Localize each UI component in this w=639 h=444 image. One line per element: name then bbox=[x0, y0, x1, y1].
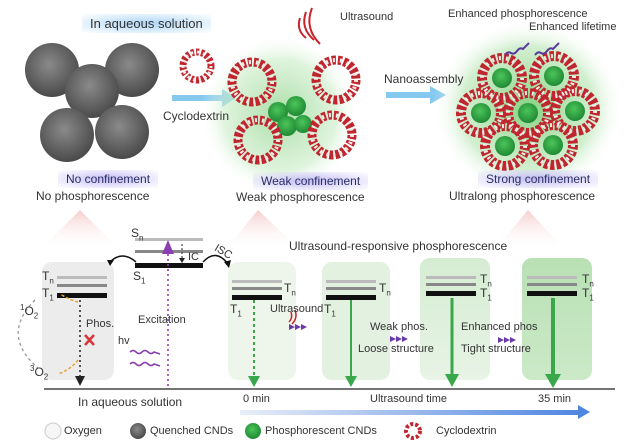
quenched-cnd-cluster bbox=[25, 43, 159, 162]
label-nanoassembly: Nanoassembly bbox=[384, 72, 464, 86]
legend-phosphorescent-icon bbox=[245, 423, 261, 439]
triplet-levels-enhanced bbox=[426, 276, 476, 296]
label-loose-structure: Loose structure bbox=[358, 343, 434, 355]
panel-0min bbox=[228, 262, 296, 380]
section-title: Ultrasound-responsive phosphorescence bbox=[289, 239, 508, 253]
triplet-levels-35min bbox=[527, 276, 577, 296]
label-enhanced-phos: Enhanced phosphorescence bbox=[448, 8, 588, 20]
phos-none: No phosphorescence bbox=[36, 189, 150, 203]
isc-left-arrow bbox=[109, 255, 137, 263]
ultrasound-small-icon bbox=[288, 309, 297, 325]
panel-35min bbox=[522, 258, 592, 380]
fan-3 bbox=[495, 210, 565, 250]
hv-wave-icon bbox=[129, 349, 161, 367]
time-arrow bbox=[240, 410, 580, 415]
fan-2 bbox=[225, 210, 300, 250]
label-enhanced-lifetime: Enhanced lifetime bbox=[529, 21, 617, 33]
strong-assembly bbox=[456, 51, 600, 171]
label-ic: IC bbox=[188, 251, 199, 263]
label-t1-0min: T1 bbox=[230, 302, 242, 319]
label-tn-weak: Tn bbox=[379, 281, 391, 298]
legend-cyclodextrin: Cyclodextrin bbox=[436, 425, 497, 437]
legend-quenched-icon bbox=[130, 423, 146, 439]
confinement-none: No confinement bbox=[58, 170, 159, 188]
time-start: 0 min bbox=[243, 393, 270, 405]
triplet-levels-aqueous bbox=[57, 276, 107, 298]
label-aqueous-solution: In aqueous solution bbox=[78, 395, 183, 409]
label-sn: Sn bbox=[131, 226, 144, 243]
label-hv: hv bbox=[118, 335, 130, 347]
arrow-nanoassembly bbox=[386, 86, 446, 104]
panel-aqueous bbox=[42, 262, 114, 380]
label-t1-aqueous: T1 bbox=[42, 286, 54, 303]
label-tight-structure: Tight structure bbox=[461, 343, 531, 355]
label-enhanced-phos-step: Enhanced phos bbox=[461, 321, 538, 333]
quench-x-icon bbox=[84, 334, 95, 346]
legend-phosphorescent: Phosphorescent CNDs bbox=[265, 425, 377, 437]
triplet-levels-0min bbox=[232, 280, 282, 300]
confinement-weak: Weak confinement bbox=[253, 172, 369, 190]
phos-ultralong: Ultralong phosphorescence bbox=[449, 189, 596, 203]
weak-assembly bbox=[227, 55, 361, 165]
label-phos: Phos. bbox=[86, 318, 115, 330]
label-tn-35min: Tn bbox=[582, 272, 594, 289]
confinement-strong: Strong confinement bbox=[478, 170, 599, 188]
legend-oxygen-icon bbox=[44, 422, 62, 440]
label-singlet-oxygen: 1O2 bbox=[20, 303, 39, 321]
label-t1-weak: T1 bbox=[324, 302, 336, 319]
label-weak-phos: Weak phos. bbox=[370, 321, 428, 333]
label-tn-0min: Tn bbox=[284, 281, 296, 298]
cyclodextrin-ring-small bbox=[179, 48, 215, 84]
time-axis-label: Ultrasound time bbox=[370, 393, 448, 405]
legend-quenched: Quenched CNDs bbox=[150, 425, 234, 437]
title-aqueous: In aqueous solution bbox=[82, 14, 211, 33]
panel-enhanced bbox=[420, 258, 490, 380]
progress-chevrons bbox=[289, 324, 516, 343]
label-t1-enhanced: T1 bbox=[480, 286, 492, 303]
emission-wave-icon bbox=[504, 42, 560, 56]
legend-oxygen: Oxygen bbox=[64, 425, 102, 437]
ultrasound-waves-icon bbox=[297, 7, 321, 45]
legend-cyclodextrin-icon bbox=[404, 422, 422, 440]
label-ultrasound: Ultrasound bbox=[340, 11, 394, 23]
fan-1 bbox=[40, 210, 120, 250]
triplet-levels-weak bbox=[326, 280, 376, 300]
time-end: 35 min bbox=[538, 393, 572, 405]
label-tn-aqueous: Tn bbox=[42, 269, 54, 286]
phos-weak: Weak phosphorescence bbox=[236, 190, 365, 204]
label-excitation: Excitation bbox=[138, 314, 186, 326]
label-tn-enhanced: Tn bbox=[480, 272, 492, 289]
label-ultrasound-step: Ultrasound bbox=[270, 303, 324, 315]
label-cyclodextrin: Cyclodextrin bbox=[163, 109, 230, 123]
label-s1: S1 bbox=[133, 269, 146, 286]
label-t1-35min: T1 bbox=[582, 286, 594, 303]
label-triplet-oxygen: 3O2 bbox=[30, 364, 49, 382]
panel-weak bbox=[322, 262, 390, 380]
